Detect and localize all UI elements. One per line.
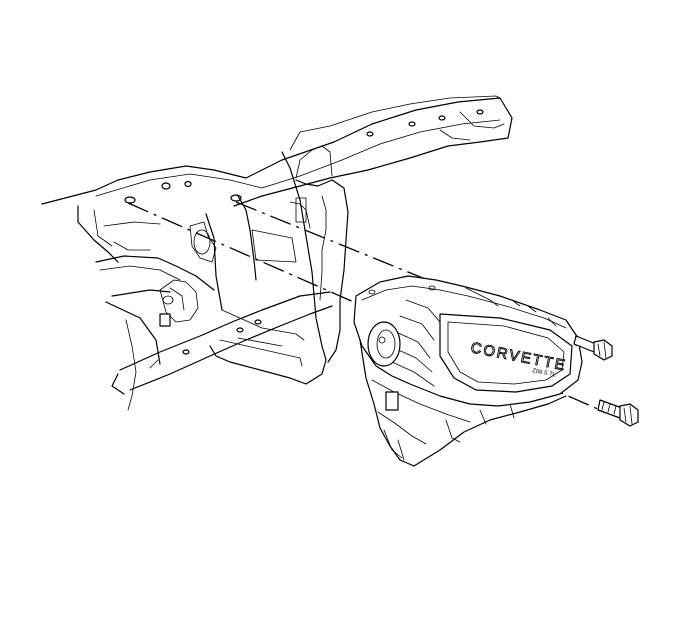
lower-bolt xyxy=(597,399,639,427)
emblem-subtext: Z06 5.7L xyxy=(532,368,557,379)
air-cleaner-housing: CORVETTE Z06 5.7L xyxy=(353,275,583,467)
radiator-support-frame xyxy=(41,95,513,411)
upper-bolt xyxy=(573,335,613,361)
lower-bolt-alignment-line xyxy=(127,202,601,411)
